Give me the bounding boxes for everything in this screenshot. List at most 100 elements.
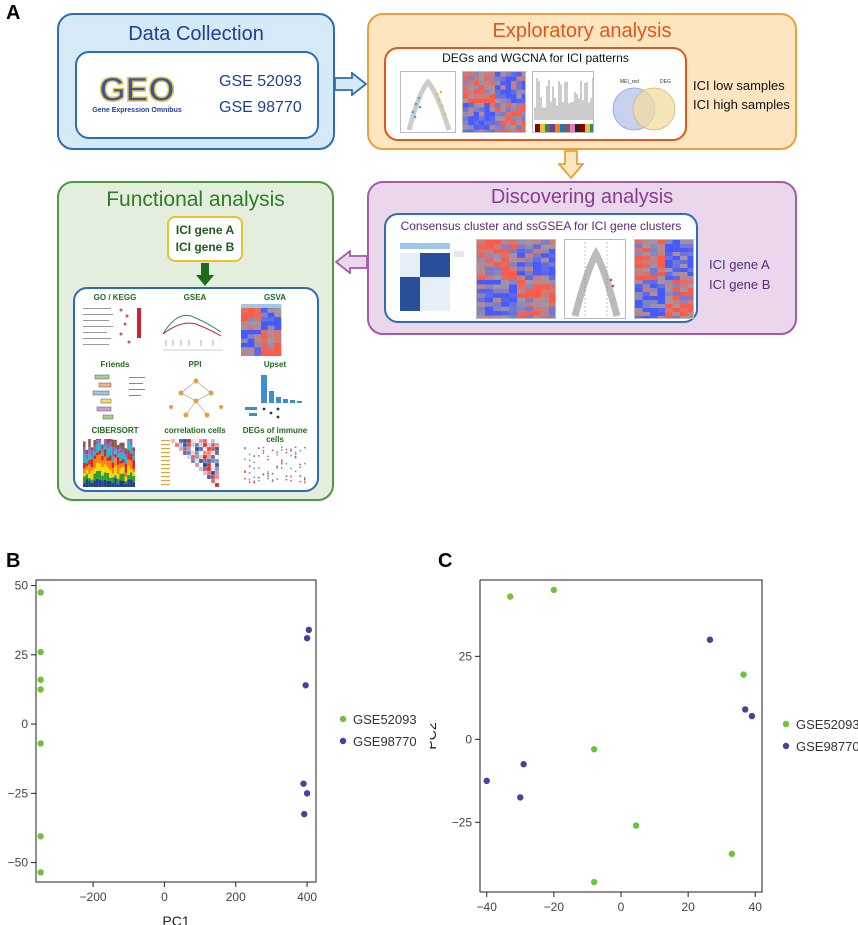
y-tick-label: −25 [8, 786, 29, 800]
data-collection-title: Data Collection [128, 23, 264, 45]
x-tick-label: 200 [226, 890, 246, 904]
functional-title: Functional analysis [106, 188, 285, 211]
gsea-thumbnail [162, 314, 223, 351]
exploratory-subtitle: DEGs and WGCNA for ICI patterns [442, 51, 629, 65]
arrow-right-icon [334, 72, 368, 96]
exploratory-box: Exploratory analysis DEGs and WGCNA for … [367, 13, 797, 150]
y-tick-label: −50 [8, 856, 29, 870]
panel-label-c: C [438, 550, 453, 572]
cibersort-thumbnail [83, 439, 135, 487]
data-point [37, 740, 44, 747]
venn-diagram-thumbnail: MEI_red DEG [612, 79, 676, 131]
legend-label: GSE98770 [796, 739, 858, 754]
dataset-2: GSE 98770 [219, 99, 302, 116]
legend-label: GSE52093 [353, 712, 417, 727]
panel-label-a: A [6, 2, 21, 24]
data-point [305, 626, 313, 634]
venn-label-1: MEI_red [620, 79, 639, 85]
x-axis-label: PC1 [607, 923, 634, 925]
data-point [37, 648, 44, 656]
arrow-down-icon [558, 150, 584, 180]
discovering-box: Discovering analysis Consensus cluster a… [367, 181, 797, 335]
x-tick-label: 20 [681, 900, 695, 914]
y-tick-label: 0 [21, 717, 28, 731]
y-tick-label: 0 [465, 732, 472, 746]
exploratory-title: Exploratory analysis [492, 20, 672, 42]
data-point [303, 634, 311, 642]
ici-gene-b-label: ICI gene B [709, 277, 771, 292]
geo-logo-text: GEO [99, 71, 175, 109]
correlation-cells-thumbnail [161, 438, 220, 488]
data-point [748, 712, 756, 720]
data-point [37, 869, 44, 876]
module-cibersort: CIBERSORT [91, 426, 139, 435]
ici-genes-box: ICI gene A ICI gene B [167, 216, 243, 262]
x-tick-label: 400 [297, 890, 317, 904]
plot-frame [479, 579, 763, 893]
heatmap-thumbnail [462, 71, 526, 133]
functional-gene-a: ICI gene A [175, 223, 235, 237]
data-point [302, 682, 309, 689]
exploratory-inner: DEGs and WGCNA for ICI patterns MEI_red … [384, 47, 687, 141]
arrow-left-icon [334, 250, 368, 274]
data-collection-box: Data Collection GEO Gene Expression Omni… [57, 13, 335, 150]
data-point [517, 794, 524, 801]
data-point [550, 586, 558, 594]
module-correlation-cells: correlation cells [164, 426, 226, 435]
legend-marker [782, 742, 790, 750]
data-point [483, 777, 490, 785]
venn-label-2: DEG [660, 79, 671, 85]
data-point [590, 746, 598, 753]
module-upset: Upset [263, 360, 287, 369]
data-point [520, 761, 527, 768]
plot-frame [35, 579, 317, 883]
y-tick-label: 25 [15, 648, 29, 662]
y-tick-label: 50 [15, 579, 29, 593]
legend-label: GSE98770 [353, 734, 417, 749]
y-tick-label: −25 [452, 815, 473, 829]
panel-label-b: B [6, 550, 21, 572]
geo-logo-subtitle: Gene Expression Omnibus [92, 107, 182, 114]
x-axis-label: PC1 [162, 913, 189, 925]
wgcna-dendrogram-thumbnail [532, 71, 594, 133]
friends-thumbnail [92, 374, 145, 420]
data-point [303, 790, 311, 797]
module-degs-immune-cells: DEGs of immune cells [242, 426, 308, 444]
data-point [37, 676, 44, 683]
ici-volcano-thumbnail [564, 239, 626, 319]
data-point [507, 593, 514, 600]
data-point [742, 706, 749, 713]
y-axis-label: PC2 [430, 722, 439, 749]
pca-chart-b: −2000200400−50−2502550PC1PC2GSE52093GSE9… [8, 579, 417, 925]
x-tick-label: 0 [618, 900, 625, 914]
functional-inner: GO / KEGG GSEA GSVA Friends PPI Upset CI… [73, 287, 319, 492]
ssgsea-heatmap-thumbnail [476, 239, 556, 319]
y-tick-label: 25 [459, 649, 473, 663]
ici-low-label: ICI low samples [693, 78, 785, 93]
discovering-inner: Consensus cluster and ssGSEA for ICI gen… [384, 213, 698, 323]
x-tick-label: −20 [544, 900, 565, 914]
x-tick-label: −200 [80, 890, 107, 904]
functional-box: Functional analysis ICI gene A ICI gene … [57, 181, 334, 501]
gene-cluster-heatmap-thumbnail [634, 239, 694, 319]
functional-gene-b: ICI gene B [175, 240, 235, 254]
legend-label: GSE52093 [796, 717, 858, 732]
data-point [37, 686, 44, 693]
data-point [632, 822, 640, 829]
data-point [706, 636, 714, 643]
data-point [37, 833, 44, 840]
consensus-matrix-thumbnail [396, 239, 468, 315]
module-gsea: GSEA [183, 293, 207, 302]
module-friends: Friends [100, 360, 130, 369]
volcano-plot-thumbnail [400, 71, 456, 133]
gsva-thumbnail [241, 304, 282, 356]
data-point [740, 671, 747, 678]
geo-logo: GEO Gene Expression Omnibus [87, 69, 187, 119]
ici-high-label: ICI high samples [693, 97, 790, 112]
go-kegg-thumbnail [83, 308, 141, 345]
discovering-subtitle: Consensus cluster and ssGSEA for ICI gen… [400, 219, 682, 233]
dataset-1: GSE 52093 [219, 73, 302, 90]
degs-immune-thumbnail [244, 446, 306, 484]
ppi-thumbnail [169, 378, 223, 418]
